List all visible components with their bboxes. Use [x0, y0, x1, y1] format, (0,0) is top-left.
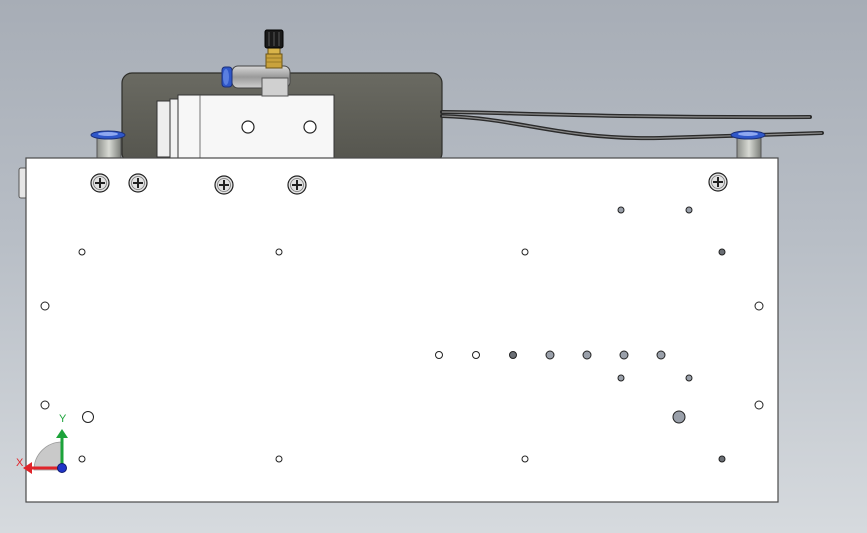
- mounting-hole: [617, 374, 625, 382]
- mounting-hole: [754, 400, 764, 410]
- pneumatic-fitting: [221, 29, 291, 97]
- mounting-hole: [472, 351, 480, 359]
- phillips-screw-icon: [214, 175, 234, 195]
- mounting-hole: [40, 400, 50, 410]
- mounting-hole: [685, 206, 693, 214]
- mounting-hole: [656, 350, 666, 360]
- mounting-hole: [754, 301, 764, 311]
- mounting-hole: [685, 374, 693, 382]
- mounting-hole: [672, 410, 686, 424]
- pneumatic-tubes: [440, 110, 824, 141]
- mounting-hole: [78, 248, 86, 256]
- phillips-screw-icon: [90, 173, 110, 193]
- mounting-hole: [435, 351, 443, 359]
- view-orientation-triad-icon[interactable]: [23, 429, 68, 474]
- block-hole-right: [303, 120, 317, 134]
- mounting-block: [156, 94, 335, 160]
- block-hole-left: [241, 120, 255, 134]
- base-plate[interactable]: [25, 157, 779, 503]
- standoff-right: [730, 130, 766, 161]
- mounting-hole: [545, 350, 555, 360]
- mounting-hole: [582, 350, 592, 360]
- mounting-hole: [509, 351, 517, 359]
- mounting-hole: [617, 206, 625, 214]
- mounting-hole: [521, 455, 529, 463]
- mounting-hole: [619, 350, 629, 360]
- axis-x-label: X: [16, 457, 24, 469]
- phillips-screw-icon: [708, 172, 728, 192]
- mounting-hole: [521, 248, 529, 256]
- axis-y-label: Y: [59, 413, 67, 425]
- mounting-hole: [82, 411, 94, 423]
- hole-pattern: [40, 206, 764, 463]
- standoff-left: [90, 130, 126, 161]
- phillips-screw-icon: [287, 175, 307, 195]
- mounting-hole: [40, 301, 50, 311]
- mounting-hole: [718, 455, 726, 463]
- mounting-hole: [78, 455, 86, 463]
- mounting-hole: [275, 248, 283, 256]
- mounting-hole: [718, 248, 726, 256]
- mounting-hole: [275, 455, 283, 463]
- screw-row: [90, 172, 728, 195]
- phillips-screw-icon: [128, 173, 148, 193]
